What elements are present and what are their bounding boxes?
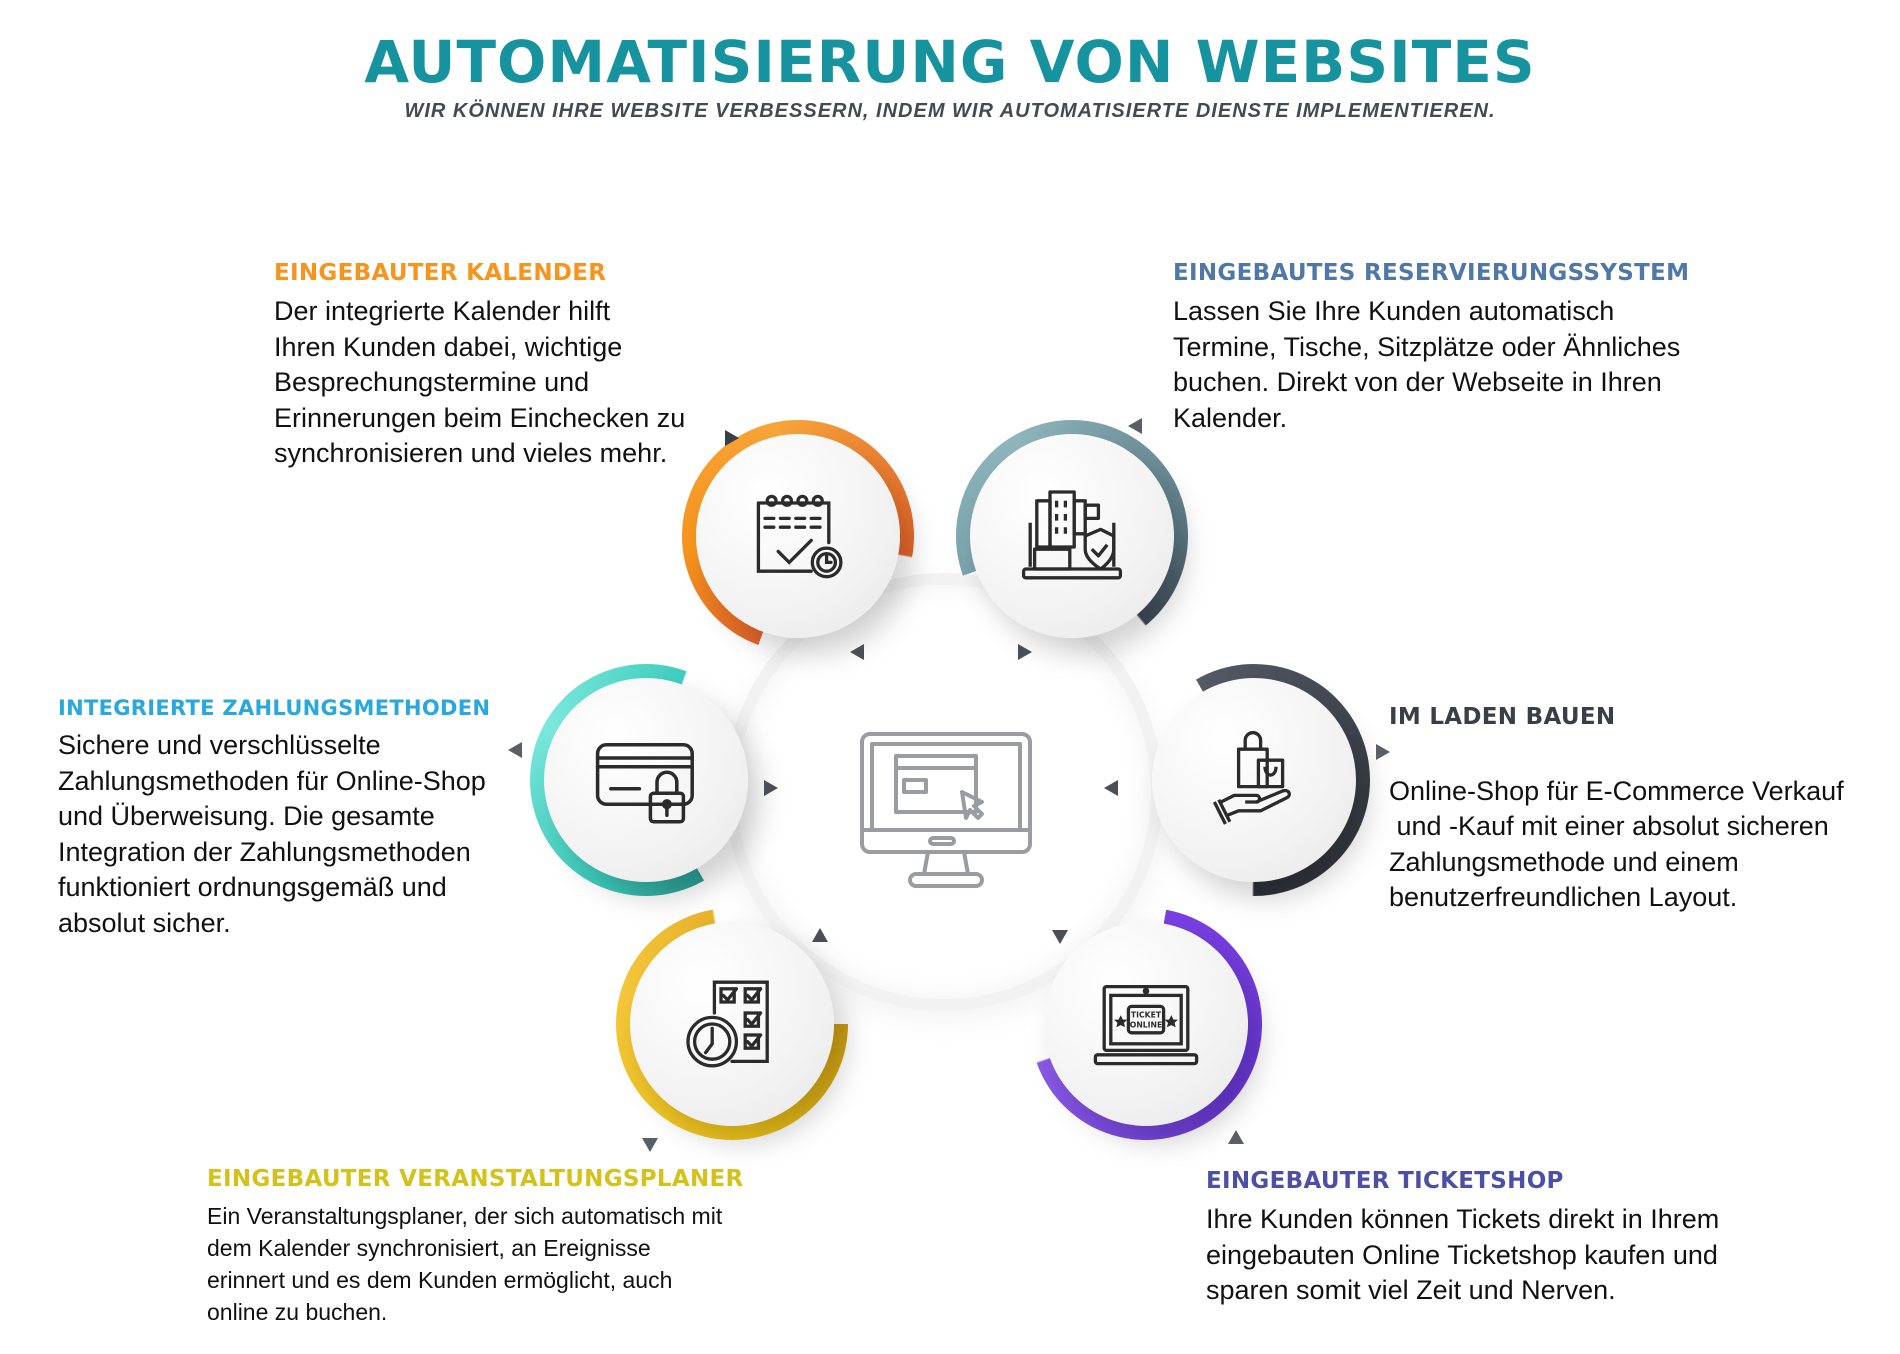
monitor-click-icon (860, 732, 1032, 888)
calendar-check-clock-icon (756, 494, 843, 579)
feature-kalender-text: EINGEBAUTER KALENDER Der integrierte Kal… (274, 260, 754, 472)
arrow-down-icon (642, 1138, 658, 1152)
node-ticket[interactable]: TICKET ONLINE (1030, 908, 1262, 1140)
arrow-left-icon (850, 644, 864, 660)
arrow-down-icon (1052, 930, 1068, 944)
laptop-ticket-online-icon: TICKET ONLINE (1093, 984, 1199, 1066)
credit-card-lock-icon (595, 743, 694, 824)
feature-planer-text: EINGEBAUTER VERANSTALTUNGSPLANER Ein Ver… (207, 1166, 827, 1328)
feature-zahlung-text: INTEGRIERTE ZAHLUNGSMETHODEN Sichere und… (58, 696, 538, 941)
feature-description: Ihre Kunden können Tickets direkt in Ihr… (1206, 1204, 1720, 1305)
feature-reservierung-text: EINGEBAUTES RESERVIERUNGSSYSTEM Lassen S… (1173, 260, 1793, 436)
arrow-right-icon (764, 780, 778, 796)
feature-laden-text: IM LADEN BAUEN Online-Shop für E-Commerc… (1389, 704, 1899, 916)
page-title: AUTOMATISIERUNG VON WEBSITES (364, 28, 1536, 96)
node-laden[interactable] (1138, 664, 1370, 896)
node-planer[interactable] (616, 908, 848, 1140)
feature-heading: EINGEBAUTER TICKETSHOP (1206, 1168, 1564, 1194)
arrow-left-icon (1128, 418, 1142, 434)
node-kalender[interactable] (682, 420, 914, 652)
arrow-up-icon (812, 928, 828, 942)
arrow-right-icon (1018, 644, 1032, 660)
feature-description: Online-Shop für E-Commerce Verkauf und -… (1389, 775, 1844, 913)
svg-text:ONLINE: ONLINE (1130, 1020, 1162, 1029)
arrow-left-icon (1104, 780, 1118, 796)
svg-text:TICKET: TICKET (1131, 1010, 1162, 1019)
arrow-right-icon (1376, 744, 1390, 760)
arrow-left-icon (508, 742, 522, 758)
feature-ticket-text: EINGEBAUTER TICKETSHOP Ihre Kunden könne… (1206, 1168, 1826, 1309)
checklist-clock-icon (686, 980, 769, 1068)
building-shield-laptop-icon (1021, 490, 1123, 580)
feature-heading: IM LADEN BAUEN (1389, 704, 1616, 730)
feature-heading: EINGEBAUTES RESERVIERUNGSSYSTEM (1173, 260, 1690, 286)
node-zahlung[interactable] (530, 664, 762, 896)
page-subtitle: WIR KÖNNEN IHRE WEBSITE VERBESSERN, INDE… (404, 100, 1496, 122)
arrow-right-icon (725, 430, 739, 446)
arrow-up-icon (1228, 1130, 1244, 1144)
feature-heading: EINGEBAUTER KALENDER (274, 260, 607, 286)
shopping-bags-hand-icon (1212, 731, 1291, 825)
feature-heading: INTEGRIERTE ZAHLUNGSMETHODEN (58, 696, 491, 720)
feature-description: Ein Veranstaltungsplaner, der sich autom… (207, 1203, 723, 1325)
feature-heading: EINGEBAUTER VERANSTALTUNGSPLANER (207, 1166, 744, 1192)
node-reservierung[interactable] (956, 420, 1188, 652)
